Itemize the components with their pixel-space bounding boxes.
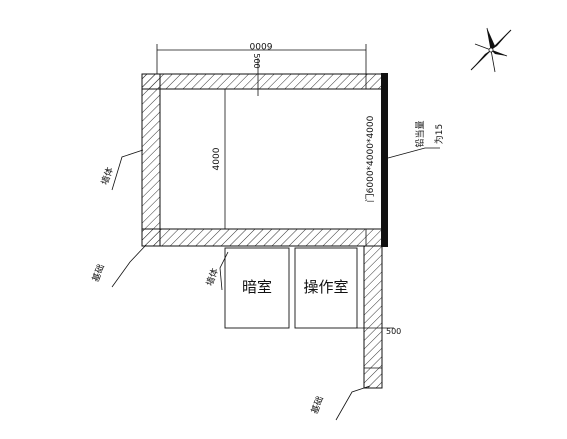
room-size-label: 门6000*4000*4000 xyxy=(364,115,376,202)
dimension-top: 6000 xyxy=(156,40,367,74)
side-wall xyxy=(363,245,388,389)
main-room-walls xyxy=(141,73,383,247)
lead-shield-bar xyxy=(381,73,388,247)
dimension-wall-thickness-label: 500 xyxy=(252,53,261,68)
darkroom-label: 暗室 xyxy=(242,278,272,296)
dimension-inner-height: 4000 xyxy=(212,89,226,229)
dimension-inner-height-label: 4000 xyxy=(212,147,222,170)
wall-left-annotation: 墙体 xyxy=(98,149,144,191)
foundation-bottom-label: 基础 xyxy=(308,394,325,415)
wall-left-label: 墙体 xyxy=(98,165,115,186)
compass-rose-icon xyxy=(470,27,512,73)
lead-label: 铅当量 xyxy=(414,120,426,147)
lead-annotation: 铅当量 为15 xyxy=(387,120,445,159)
dimension-side-offset: 500 xyxy=(357,327,401,336)
dimension-side-offset-label: 500 xyxy=(386,327,401,336)
wall-mid-label: 墙体 xyxy=(203,266,220,287)
wall-mid-annotation: 墙体 xyxy=(203,251,229,291)
operation-room-label: 操作室 xyxy=(303,278,348,296)
dimension-top-label: 6000 xyxy=(249,40,272,50)
foundation-left-annotation: 基础 xyxy=(89,244,147,288)
small-rooms: 暗室 操作室 xyxy=(224,247,358,329)
lead-value: 为15 xyxy=(433,124,445,144)
foundation-left-label: 基础 xyxy=(89,262,106,283)
foundation-bottom-annotation: 基础 xyxy=(308,385,371,421)
